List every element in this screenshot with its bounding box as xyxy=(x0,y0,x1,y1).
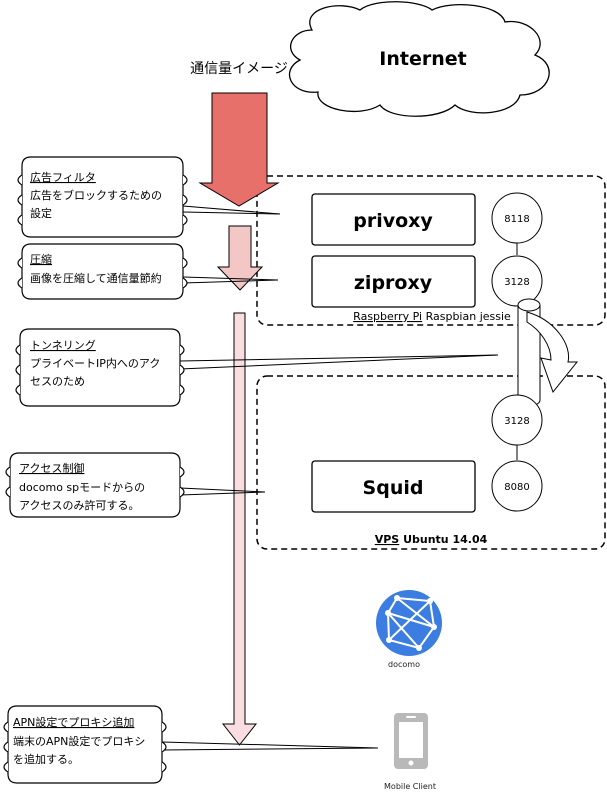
docomo-label: docomo xyxy=(388,660,420,669)
squid-port: 8080 xyxy=(504,482,529,493)
ziproxy-port: 3128 xyxy=(504,277,529,288)
ziproxy-port-circle xyxy=(491,255,543,307)
callout-pointer xyxy=(179,354,499,370)
ad-filter-title: 広告フィルタ xyxy=(30,171,96,184)
callout-pointer xyxy=(161,747,379,751)
internet-cloud: Internet xyxy=(288,1,550,117)
mobile-client-icon: Mobile Client xyxy=(384,713,436,791)
traffic-arrow-large xyxy=(198,92,280,207)
vps-group-label: VPS Ubuntu 14.04 xyxy=(375,533,488,546)
access-control-line2: アクセスのみ許可する。 xyxy=(19,499,139,512)
squid-box xyxy=(311,460,476,513)
callout-pointer xyxy=(179,491,266,496)
internet-label: Internet xyxy=(379,48,466,70)
mobile-client-label: Mobile Client xyxy=(384,782,436,791)
access-control-line1: docomo spモードからの xyxy=(19,481,145,494)
traffic-arrow-medium xyxy=(216,225,264,291)
docomo-network-icon: docomo xyxy=(376,590,442,669)
raspberry-group xyxy=(256,175,606,326)
callout-compression: 圧縮 画像を圧縮して通信量節約 xyxy=(17,243,188,300)
ad-filter-line1: 広告をブロックするための xyxy=(30,188,162,202)
callout-apn: APN設定でプロキシ追加 端末のAPN設定でプロキシ を追加する。 xyxy=(3,705,167,784)
ziproxy-label: ziproxy xyxy=(354,272,433,294)
raspberry-group-label: Raspberry Pi Raspbian jessie xyxy=(353,310,511,323)
tunneling-title: トンネリング xyxy=(30,338,96,352)
callout-pointer xyxy=(182,211,281,215)
callout-pointer xyxy=(182,276,279,281)
callout-pointer xyxy=(179,354,499,362)
vps-group xyxy=(256,375,606,550)
callout-pointer xyxy=(179,487,266,493)
vps-tunnel-port-circle xyxy=(491,394,543,446)
traffic-arrow-thin xyxy=(221,312,258,746)
ad-filter-line2: 設定 xyxy=(30,206,52,220)
apn-line2: を追加する。 xyxy=(13,752,79,766)
tunnel-arrow xyxy=(526,311,579,394)
privoxy-port-circle xyxy=(491,192,543,244)
callout-tunneling: トンネリング プライベートIP内へのアク セスのため xyxy=(15,328,185,407)
cloud-shape xyxy=(288,1,550,117)
access-control-title: アクセス制御 xyxy=(19,461,84,475)
tunnel-cylinder xyxy=(517,298,579,407)
apn-title: APN設定でプロキシ追加 xyxy=(13,715,134,729)
squid-port-circle xyxy=(491,460,543,512)
callout-ad-filter: 広告フィルタ 広告をブロックするための 設定 xyxy=(17,156,188,238)
callout-pointer xyxy=(182,205,281,215)
ziproxy-box xyxy=(311,255,476,308)
squid-label: Squid xyxy=(363,477,424,499)
callout-access-control: アクセス制御 docomo spモードからの アクセスのみ許可する。 xyxy=(5,452,185,518)
tunneling-line2: セスのため xyxy=(30,375,85,388)
apn-line1: 端末のAPN設定でプロキシ xyxy=(13,734,145,748)
privoxy-port: 8118 xyxy=(504,214,529,225)
vps-tunnel-port: 3128 xyxy=(504,416,529,427)
tunneling-line1: プライベートIP内へのアク xyxy=(30,356,160,370)
compression-line1: 画像を圧縮して通信量節約 xyxy=(30,271,162,285)
callout-pointer xyxy=(161,741,379,749)
callout-pointer xyxy=(182,279,279,284)
traffic-caption: 通信量イメージ xyxy=(190,61,288,77)
privoxy-label: privoxy xyxy=(353,210,433,232)
privoxy-box xyxy=(311,193,476,246)
compression-title: 圧縮 xyxy=(30,252,52,266)
